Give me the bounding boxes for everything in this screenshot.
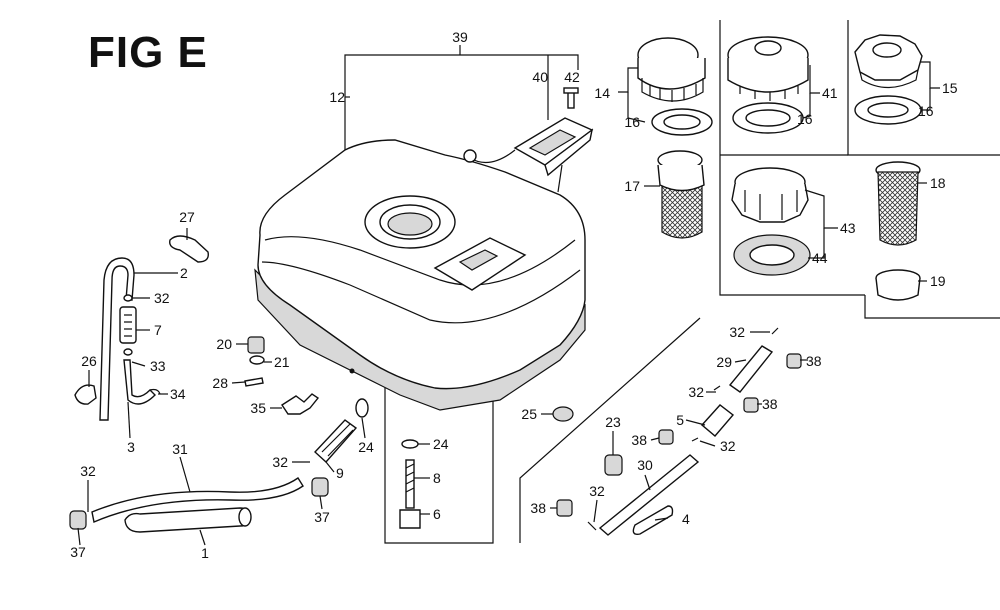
callout-4: 4 — [682, 511, 690, 527]
fuel-line-assembly-left — [74, 235, 209, 421]
fuel-cock-parts — [244, 336, 574, 529]
callout-14: 14 — [594, 85, 610, 101]
callout-2: 2 — [180, 265, 188, 281]
callout-numbers: 39 12 40 42 14 16 17 41 16 15 16 18 43 4… — [70, 29, 958, 561]
callout-16-b: 16 — [797, 111, 813, 127]
callout-15: 15 — [942, 80, 958, 96]
callout-38-d: 38 — [530, 500, 546, 516]
callout-5: 5 — [676, 412, 684, 428]
callout-32-g: 32 — [589, 483, 605, 499]
callout-43: 43 — [840, 220, 856, 236]
callout-19: 19 — [930, 273, 946, 289]
gasket-44 — [733, 234, 811, 276]
callout-39: 39 — [452, 29, 468, 45]
callout-33: 33 — [150, 358, 166, 374]
callout-42: 42 — [564, 69, 580, 85]
callout-40: 40 — [532, 69, 548, 85]
callout-41: 41 — [822, 85, 838, 101]
callout-26: 26 — [81, 353, 97, 369]
hose-assembly-bottom — [69, 477, 329, 533]
callout-8: 8 — [433, 470, 441, 486]
fuel-gauge — [463, 87, 594, 193]
callout-44: 44 — [812, 250, 828, 266]
callout-32-b: 32 — [272, 454, 288, 470]
callout-16-c: 16 — [918, 103, 934, 119]
callout-37-b: 37 — [70, 544, 86, 560]
callout-31: 31 — [172, 441, 188, 457]
hose-assembly-right — [556, 327, 802, 536]
fuel-cap-15 — [854, 34, 923, 89]
callout-24-b: 24 — [433, 436, 449, 452]
callout-7: 7 — [154, 322, 162, 338]
callout-18: 18 — [930, 175, 946, 191]
callout-38-c: 38 — [631, 432, 647, 448]
gasket-16-b — [732, 102, 804, 134]
fuel-cap-41 — [727, 36, 809, 101]
gasket-16-a — [651, 108, 713, 136]
callout-25: 25 — [521, 406, 537, 422]
callout-27: 27 — [179, 209, 195, 225]
callout-30: 30 — [637, 457, 653, 473]
callout-32-f: 32 — [720, 438, 736, 454]
callout-29: 29 — [716, 354, 732, 370]
callout-3: 3 — [127, 439, 135, 455]
ring-19 — [875, 269, 921, 301]
callout-12: 12 — [329, 89, 345, 105]
callout-35: 35 — [250, 400, 266, 416]
callout-23: 23 — [605, 414, 621, 430]
callout-28: 28 — [212, 375, 228, 391]
figure-title: FIG E — [88, 28, 208, 77]
callout-9: 9 — [336, 465, 344, 481]
gasket-16-c — [854, 95, 922, 125]
callout-32-e: 32 — [688, 384, 704, 400]
strainer-17 — [657, 150, 705, 239]
callout-17: 17 — [624, 178, 640, 194]
callout-32-c: 32 — [80, 463, 96, 479]
strainer-18 — [875, 161, 921, 246]
callout-32-a: 32 — [154, 290, 170, 306]
callout-38-a: 38 — [806, 353, 822, 369]
callout-32-d: 32 — [729, 324, 745, 340]
callout-21: 21 — [274, 354, 290, 370]
callout-24-a: 24 — [358, 439, 374, 455]
callout-6: 6 — [433, 506, 441, 522]
fuel-cap-14 — [637, 37, 706, 102]
callout-38-b: 38 — [762, 396, 778, 412]
callout-37-a: 37 — [314, 509, 330, 525]
callout-20: 20 — [216, 336, 232, 352]
fuel-tank — [254, 139, 586, 411]
callout-1: 1 — [201, 545, 209, 561]
leader-lines — [77, 61, 940, 546]
callout-16-a: 16 — [624, 114, 640, 130]
fuel-cap-43 — [731, 167, 809, 223]
callout-34: 34 — [170, 386, 186, 402]
group-frames — [344, 20, 1000, 544]
